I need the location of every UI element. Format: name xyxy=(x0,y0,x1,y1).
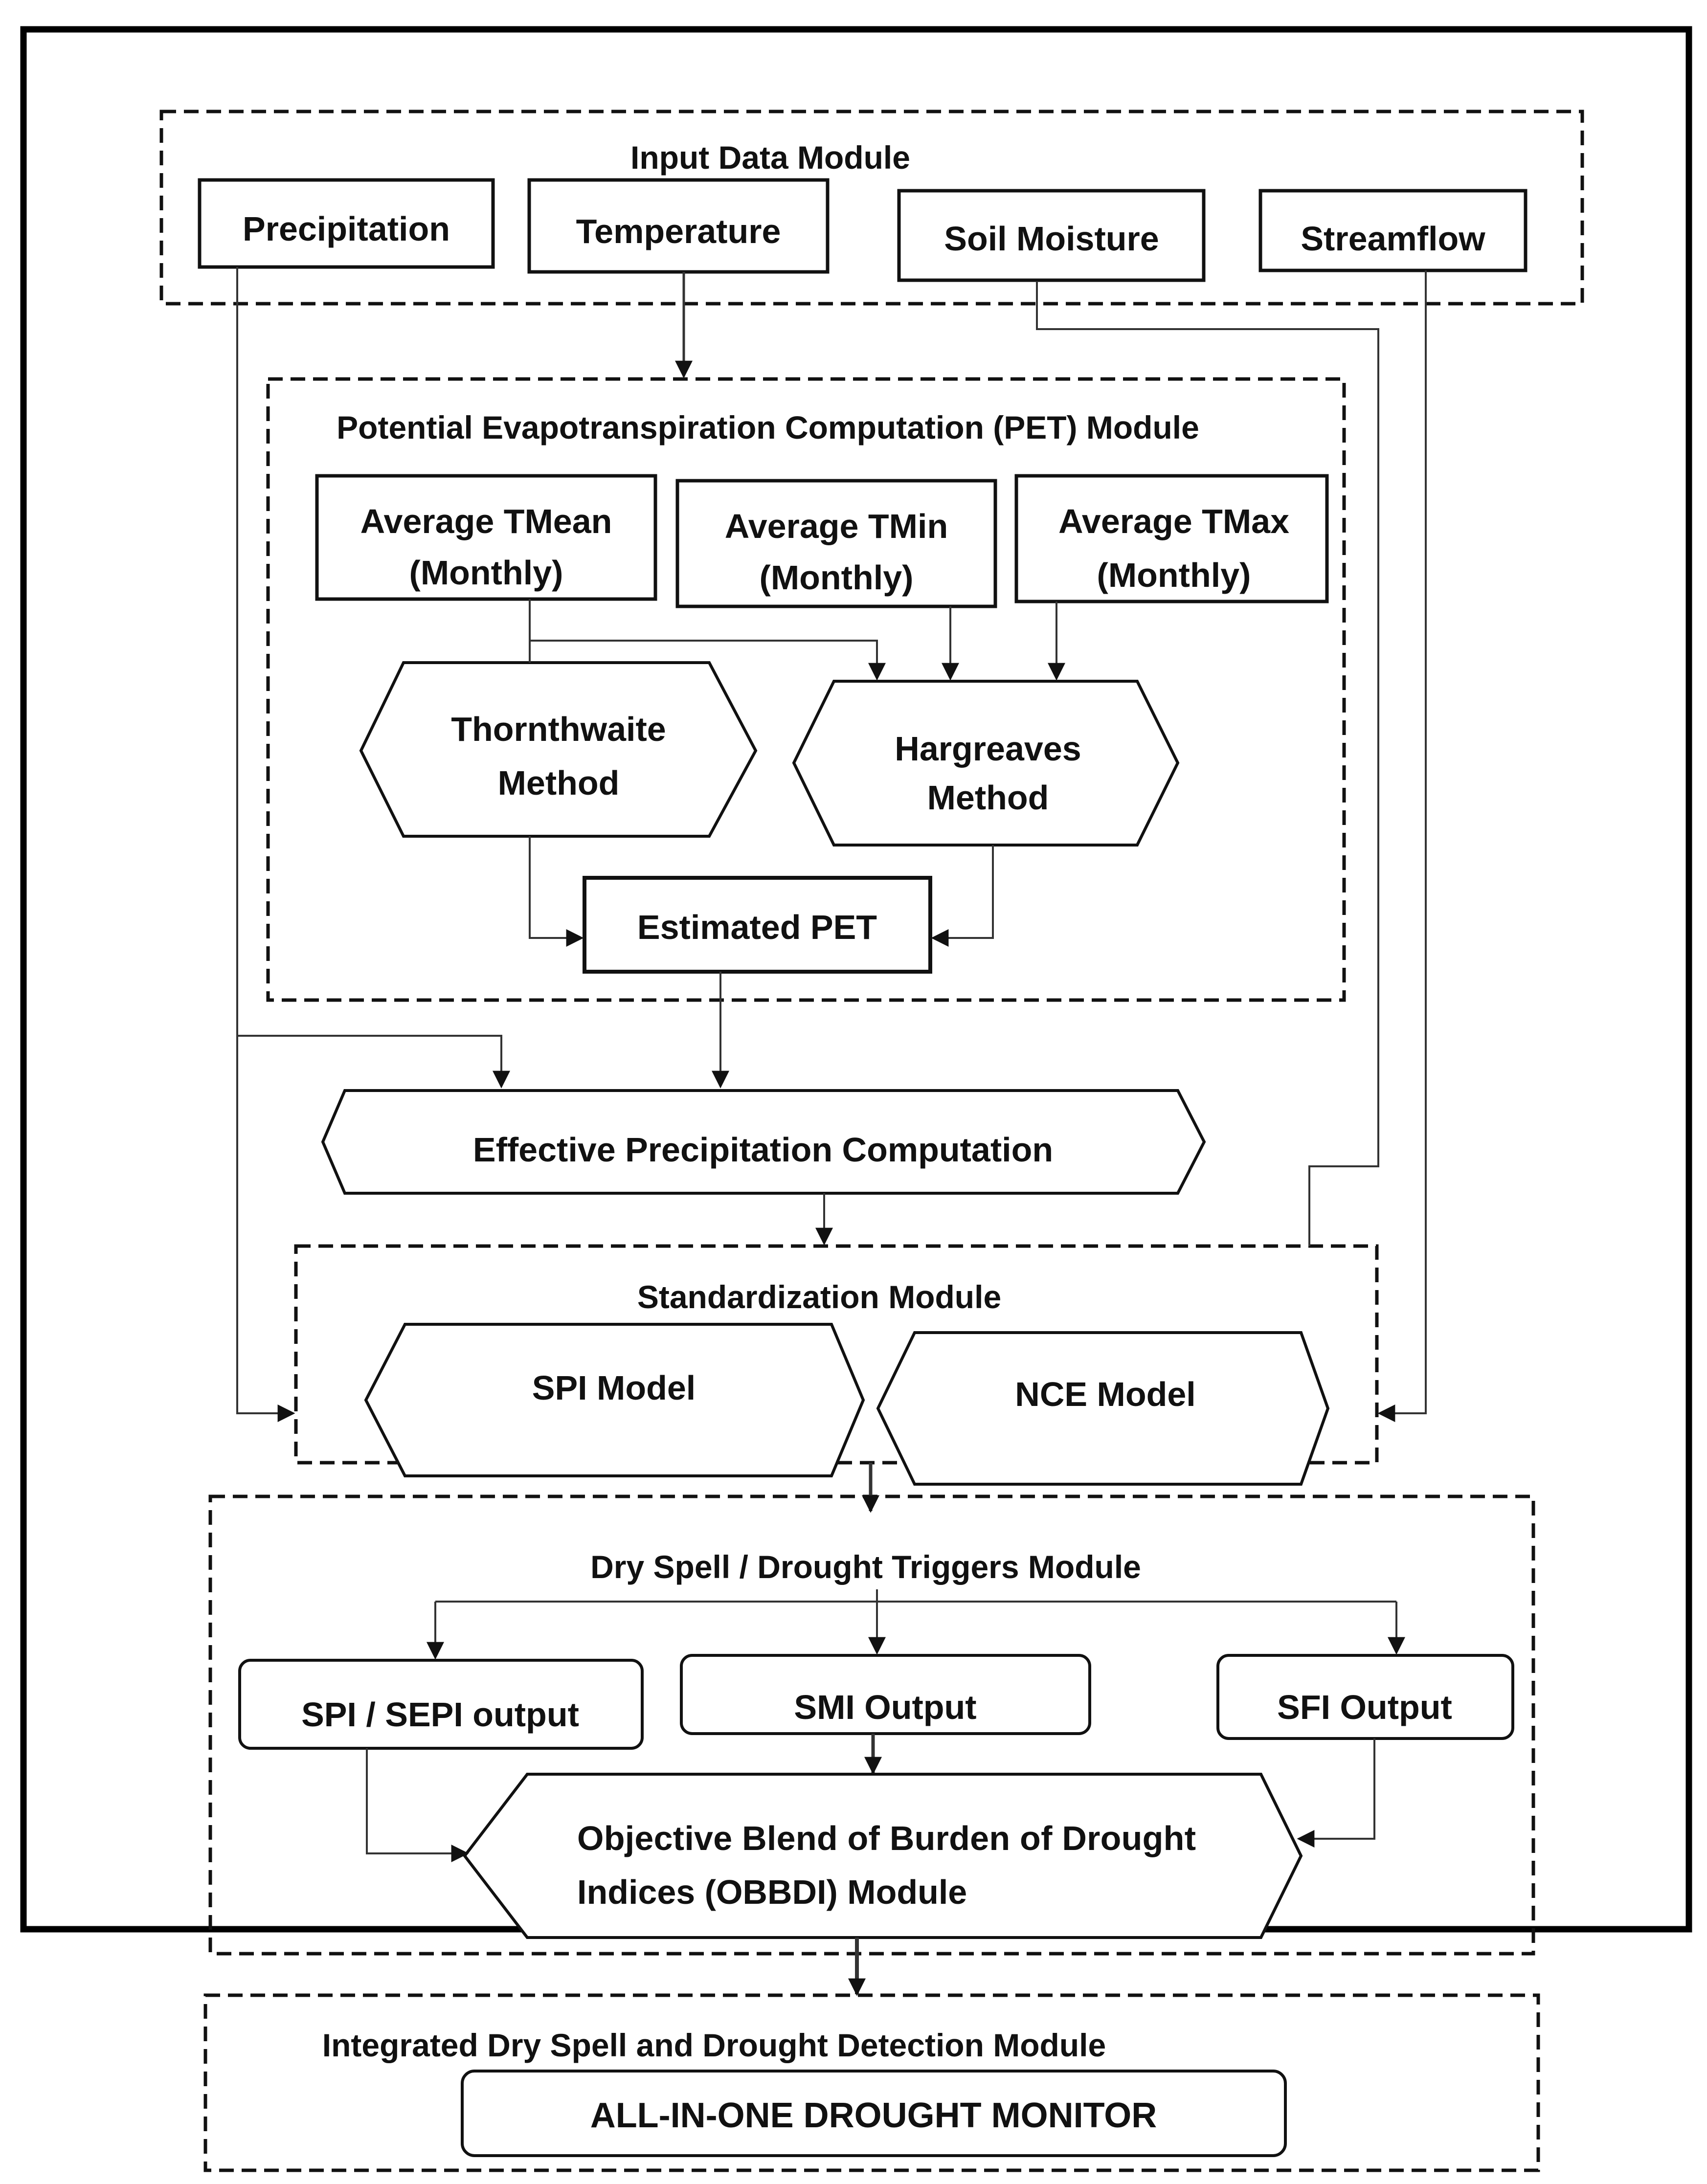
average-tmean-box: Average TMean (Monthly) xyxy=(315,474,657,601)
temperature-box: Temperature xyxy=(527,178,830,274)
thornthwaite-to-pet-arrow xyxy=(529,836,584,947)
hargreaves-to-pet-arrow xyxy=(931,845,994,947)
nce-model-label: NCE Model xyxy=(1015,1375,1195,1413)
precipitation-box: Precipitation xyxy=(198,178,495,269)
drought-monitor-label: ALL-IN-ONE DROUGHT MONITOR xyxy=(590,2096,1157,2135)
average-tmax-box: Average TMax (Monthly) xyxy=(1014,474,1329,603)
connectors xyxy=(236,267,1427,1996)
soil-moisture-label: Soil Moisture xyxy=(944,220,1159,258)
effective-precipitation-label: Effective Precipitation Computation xyxy=(473,1131,1053,1169)
tmean-to-hargreaves-arrow xyxy=(530,640,886,681)
effective-precipitation-block: Effective Precipitation Computation xyxy=(321,1089,1206,1195)
smi-output-label: SMI Output xyxy=(794,1688,976,1726)
streamflow-to-standardization-arrow xyxy=(1377,270,1427,1422)
precip-to-standardization-arrow xyxy=(236,267,295,1422)
hargreaves-line1: Hargreaves xyxy=(895,730,1081,768)
soil-moisture-route xyxy=(1036,281,1379,1246)
sfi-to-obbdi-arrow xyxy=(1297,1738,1375,1848)
input-data-module: Input Data Module Precipitation Temperat… xyxy=(159,110,1584,306)
detection-module-border xyxy=(203,1993,1540,2172)
standardization-module-border xyxy=(294,1244,1379,1465)
obbdi-line1: Objective Blend of Burden of Drought xyxy=(577,1819,1196,1857)
thornthwaite-line2: Method xyxy=(498,764,620,802)
streamflow-box: Streamflow xyxy=(1258,189,1527,272)
average-tmean-line1: Average TMean xyxy=(360,502,612,540)
standardization-module: Standardization Module SPI Model NCE Mod… xyxy=(294,1244,1379,1486)
spi-model-label: SPI Model xyxy=(532,1369,696,1407)
outer-frame xyxy=(20,26,1692,1933)
precip-to-effective-precip-arrow xyxy=(237,1035,510,1089)
average-tmin-line2: (Monthly) xyxy=(760,558,914,597)
pet-module: Potential Evapotranspiration Computation… xyxy=(266,377,1346,1002)
input-module-border xyxy=(159,110,1584,306)
average-tmax-line2: (Monthly) xyxy=(1097,556,1251,594)
hargreaves-line2: Method xyxy=(927,779,1049,817)
hargreaves-method: Hargreaves Method xyxy=(792,680,1180,847)
pet-module-border xyxy=(266,377,1346,1002)
pet-module-title: Potential Evapotranspiration Computation… xyxy=(337,409,1199,446)
detection-module: Integrated Dry Spell and Drought Detecti… xyxy=(203,1993,1540,2172)
detection-module-title: Integrated Dry Spell and Drought Detecti… xyxy=(322,2027,1106,2063)
temperature-label: Temperature xyxy=(576,212,781,250)
average-tmean-line2: (Monthly) xyxy=(409,554,563,592)
thornthwaite-line1: Thornthwaite xyxy=(451,710,666,748)
estimated-pet-label: Estimated PET xyxy=(637,908,877,946)
drought-monitor-box: ALL-IN-ONE DROUGHT MONITOR xyxy=(461,2070,1287,2157)
precipitation-label: Precipitation xyxy=(243,210,450,248)
spi-sepi-output-box: SPI / SEPI output xyxy=(238,1659,644,1750)
average-tmin-box: Average TMin (Monthly) xyxy=(675,479,997,608)
triggers-module-title: Dry Spell / Drought Triggers Module xyxy=(590,1549,1141,1585)
standardization-module-title: Standardization Module xyxy=(637,1279,1001,1315)
sfi-output-label: SFI Output xyxy=(1277,1688,1452,1726)
average-tmin-line1: Average TMin xyxy=(725,507,948,545)
spi-model: SPI Model xyxy=(364,1323,865,1477)
input-module-title: Input Data Module xyxy=(630,139,910,176)
streamflow-label: Streamflow xyxy=(1301,220,1485,258)
triggers-module: Dry Spell / Drought Triggers Module SPI … xyxy=(208,1494,1535,1956)
thornthwaite-method: Thornthwaite Method xyxy=(359,661,758,838)
smi-output-box: SMI Output xyxy=(680,1654,1091,1735)
nce-model: NCE Model xyxy=(876,1331,1330,1486)
spi-sepi-to-obbdi-arrow xyxy=(366,1748,469,1862)
sfi-output-box: SFI Output xyxy=(1216,1654,1514,1740)
obbdi-module: Objective Blend of Burden of Drought Ind… xyxy=(463,1773,1303,1939)
soil-moisture-box: Soil Moisture xyxy=(897,189,1206,282)
average-tmax-line1: Average TMax xyxy=(1058,502,1289,540)
obbdi-line2: Indices (OBBDI) Module xyxy=(577,1873,967,1911)
estimated-pet-box: Estimated PET xyxy=(583,876,932,974)
spi-sepi-output-label: SPI / SEPI output xyxy=(301,1695,579,1734)
